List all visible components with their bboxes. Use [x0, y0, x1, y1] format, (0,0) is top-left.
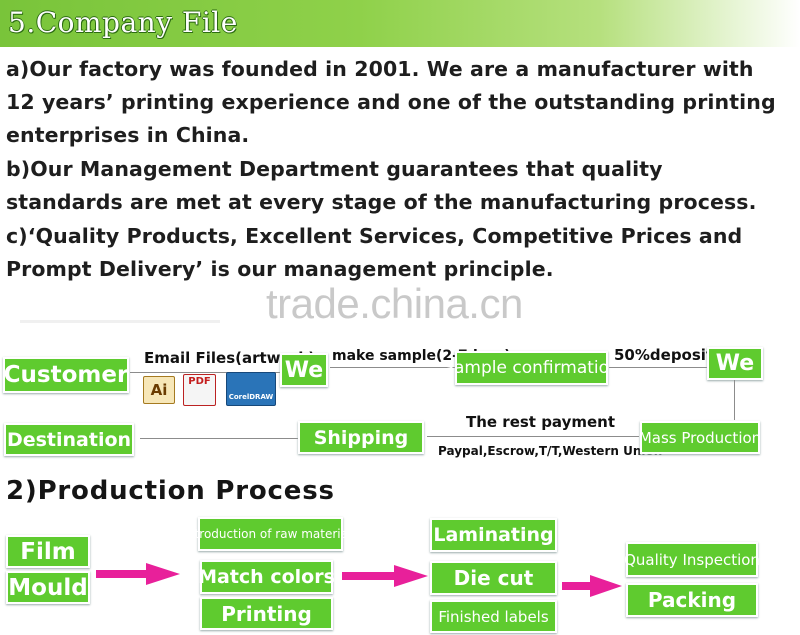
email-files-label: Email Files(artwork) [144, 349, 316, 367]
process-arrow-icon [562, 575, 622, 597]
laminating-box: Laminating [430, 518, 557, 552]
paragraph-line: c)‘Quality Products, Excellent Services,… [6, 224, 743, 248]
sample-confirmation-box: Sample confirmation [443, 351, 620, 385]
coreldraw-label: CorelDRAW X3 [228, 393, 274, 401]
flow-line [140, 438, 298, 439]
production-process-heading: 2)Production Process [6, 476, 335, 506]
deposit-label: 50%deposit [614, 346, 714, 364]
raw-materials-box: Introduction of raw materials [183, 517, 358, 551]
shipping-box: Shipping [298, 421, 424, 454]
payment-methods-label: Paypal,Escrow,T/T,Western Union [438, 444, 663, 458]
process-arrow-icon [96, 563, 180, 585]
section-banner: 5.Company File [0, 0, 800, 47]
match-colors-box: Match colors [198, 560, 335, 594]
paragraph-line: a)Our factory was founded in 2001. We ar… [6, 57, 754, 81]
paragraph-line: enterprises in China. [6, 123, 250, 147]
paragraph-line: 12 years’ printing experience and one of… [6, 90, 776, 114]
flow-line [427, 436, 639, 437]
rest-payment-label: The rest payment [466, 413, 616, 431]
destination-box: Destination [4, 423, 134, 456]
faded-divider [20, 320, 220, 323]
packing-box: Packing [626, 583, 758, 617]
flow-line [330, 367, 456, 368]
die-cut-box: Die cut [430, 561, 557, 595]
film-box: Film [6, 535, 90, 568]
banner-title: 5.Company File [8, 6, 238, 39]
flow-line [609, 367, 707, 368]
we-box-2: We [707, 347, 763, 380]
paragraph-line: Prompt Delivery’ is our management princ… [6, 257, 554, 281]
mass-production-box: Mass Production [639, 421, 761, 454]
we-box: We [280, 353, 328, 387]
printing-box: Printing [200, 597, 333, 630]
watermark: trade.china.cn [266, 280, 523, 327]
finished-labels-box: Finished labels [430, 600, 557, 633]
process-arrow-icon [342, 565, 428, 587]
customer-box: Customer [3, 357, 129, 393]
quality-inspection-box: Quality Inspection [624, 542, 760, 577]
illustrator-file-icon: Ai [143, 376, 175, 404]
flow-line-vertical [734, 380, 735, 420]
paragraph-line: b)Our Management Department guarantees t… [6, 157, 663, 181]
pdf-label: PDF [188, 376, 211, 387]
flow-line [130, 372, 280, 373]
coreldraw-file-icon: CorelDRAW X3 [226, 372, 276, 406]
pdf-file-icon: PDF [183, 374, 216, 406]
mould-box: Mould [6, 571, 90, 604]
paragraph-line: standards are met at every stage of the … [6, 190, 757, 214]
